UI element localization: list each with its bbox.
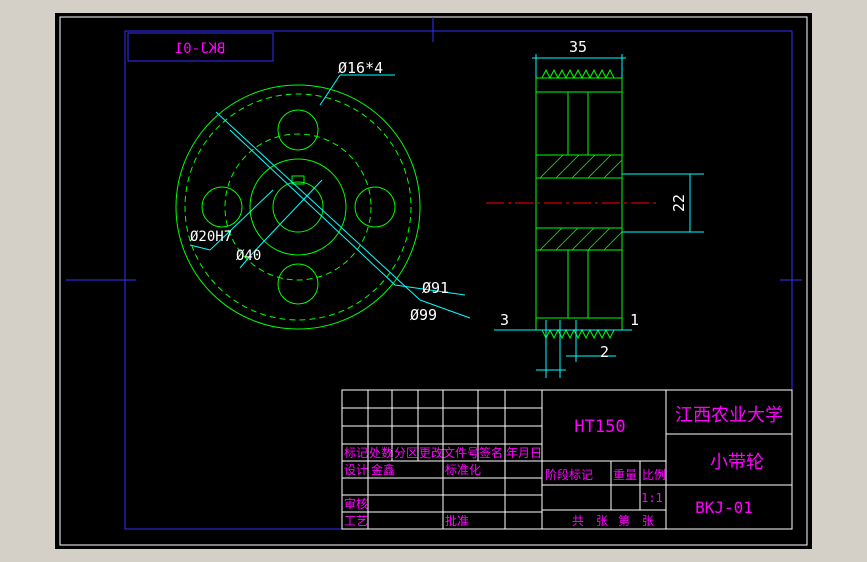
section-dimensions <box>494 54 704 378</box>
label-bore: Ø20H7 <box>190 229 232 245</box>
tb-check-label: 审核 <box>344 496 368 511</box>
tb-rev-label-1: 标记 <box>344 446 368 460</box>
mirrored-code: BKJ-01 <box>175 41 226 57</box>
rim-inner <box>536 91 622 319</box>
bolt-circle <box>224 133 372 281</box>
label-right-step: 1 <box>630 311 639 329</box>
bore-circle <box>272 181 324 233</box>
hole-right <box>354 186 396 228</box>
tb-process-label: 工艺 <box>344 514 368 528</box>
tb-school: 江西农业大学 <box>675 405 783 426</box>
top-grooves <box>541 68 615 80</box>
hatch-top <box>539 154 623 179</box>
tb-scale: 1:1 <box>641 491 663 505</box>
label-height: 22 <box>670 194 688 212</box>
tb-rev-label-6: 年月日 <box>506 446 542 460</box>
dim-line-pitch <box>229 129 396 286</box>
label-width: 35 <box>569 38 587 56</box>
label-holes: Ø16*4 <box>338 59 383 77</box>
dim-line-bore <box>209 189 274 251</box>
tb-sheets-index: 第 <box>618 514 630 528</box>
tb-sheets-unit-2: 张 <box>642 514 654 528</box>
tb-part-name: 小带轮 <box>710 452 764 473</box>
label-outer: Ø99 <box>410 306 437 324</box>
drawing-paper <box>55 13 812 549</box>
outer-circle <box>175 84 421 330</box>
front-view <box>175 84 421 330</box>
dim-leader-outer <box>419 299 471 319</box>
dim-leader-pitch <box>394 284 466 296</box>
tb-standard-label: 标准化 <box>445 463 481 477</box>
title-block <box>341 389 793 530</box>
hole-left <box>201 186 243 228</box>
hole-bottom <box>277 263 319 305</box>
dim-leader-hub <box>239 255 251 269</box>
hole-top <box>277 109 319 151</box>
title-block-frame <box>341 389 793 530</box>
dim-leader-bore <box>189 244 211 251</box>
tb-design-person: 金鑫 <box>371 462 395 477</box>
label-groove: 2 <box>600 343 609 361</box>
tb-rev-label-2: 处数 <box>369 445 393 460</box>
tb-rev-label-4: 更改文件号 <box>419 445 479 460</box>
pitch-circle <box>184 93 412 321</box>
tb-rev-label-3: 分区 <box>394 446 418 460</box>
label-hub: Ø40 <box>236 248 261 264</box>
label-left-step: 3 <box>500 311 509 329</box>
web <box>567 92 589 318</box>
tb-drawing-no: BKJ-01 <box>695 498 753 517</box>
tb-approve-label: 批准 <box>445 513 469 528</box>
code-box <box>127 32 274 62</box>
hatch-bottom <box>539 227 623 251</box>
bottom-grooves <box>541 328 615 340</box>
front-dimensions <box>189 74 471 319</box>
label-pitch: Ø91 <box>422 279 449 297</box>
tb-sheets-total: 共 <box>572 514 584 528</box>
tb-material: HT150 <box>574 417 625 437</box>
tb-stage-label: 阶段标记 <box>545 467 593 482</box>
dim-line-holes <box>319 74 341 106</box>
tb-design-label: 设计 <box>344 463 368 477</box>
hub-section-bottom <box>535 227 623 251</box>
tb-sheets-unit-1: 张 <box>596 514 608 528</box>
tb-rev-label-5: 签名 <box>479 445 503 460</box>
rim-sides <box>535 78 623 330</box>
tb-weight-label: 重量 <box>613 468 637 482</box>
hub-circle <box>249 158 347 256</box>
tb-ratio-label: 比例 <box>642 468 666 482</box>
dim-line-outer <box>215 111 421 301</box>
keyway <box>291 175 305 185</box>
dim-line-hub <box>249 179 323 257</box>
